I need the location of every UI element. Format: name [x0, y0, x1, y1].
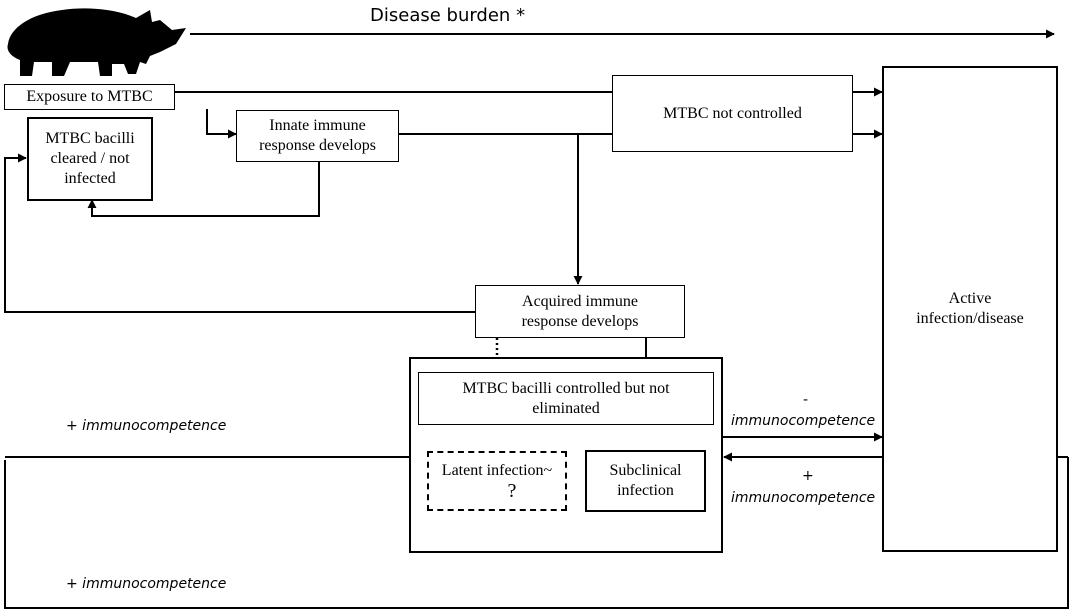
- active-box: Active infection/disease: [882, 66, 1058, 552]
- plus-sign-label: +: [802, 468, 814, 484]
- exposure-box: Exposure to MTBC: [4, 84, 175, 110]
- minus-immunocompetence-label: immunocompetence: [731, 413, 876, 429]
- cleared-box: MTBC bacilli cleared / not infected: [27, 117, 153, 201]
- acquired-to-cleared-arrow: [4, 153, 475, 313]
- plus-immunocompetence-mid-label: + immunocompetence: [66, 418, 227, 434]
- exposure-to-innate-arrow: [206, 109, 237, 139]
- acquired-box: Acquired immune response develops: [475, 285, 685, 338]
- bottom-loop-line: [4, 457, 1069, 609]
- subclinical-box: Subclinical infection: [585, 450, 706, 512]
- not-controlled-box: MTBC not controlled: [612, 75, 853, 152]
- minus-sign-label: -: [803, 392, 809, 408]
- latent-box: Latent infection~ ?: [427, 451, 567, 511]
- controlled-box: MTBC bacilli controlled but not eliminat…: [418, 372, 714, 425]
- disease-burden-label: Disease burden *: [370, 5, 526, 26]
- innate-box: Innate immune response develops: [236, 110, 399, 162]
- plus-immunocompetence-right-label: immunocompetence: [731, 490, 876, 506]
- latent-label: Latent infection~: [441, 462, 553, 479]
- plus-immunocompetence-bottom-label: + immunocompetence: [66, 576, 227, 592]
- innate-to-cleared-arrow: [87, 162, 320, 217]
- latent-question-mark: ?: [507, 480, 517, 502]
- rhino-icon: [7, 8, 186, 77]
